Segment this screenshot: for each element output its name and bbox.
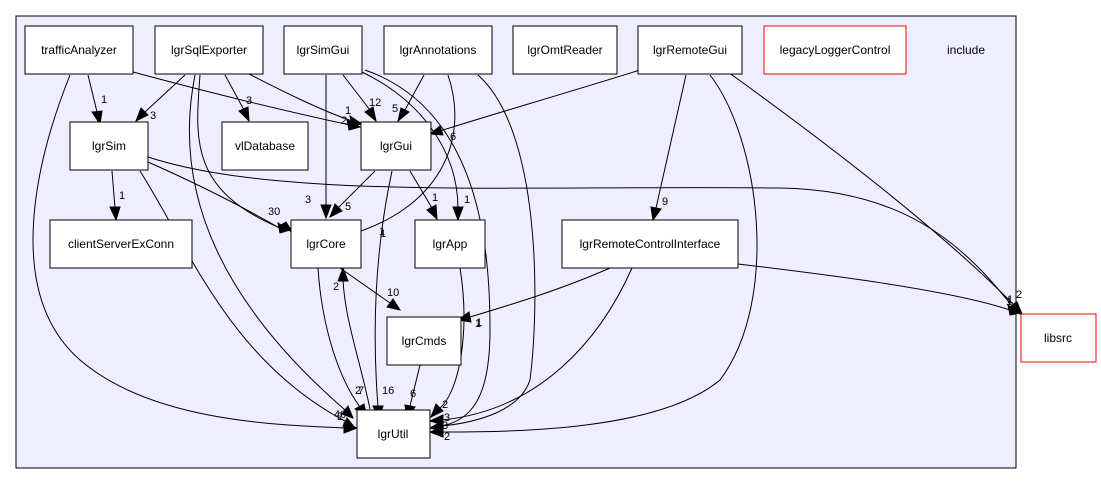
node-label: trafficAnalyzer bbox=[41, 43, 117, 57]
node-label: lgrApp bbox=[433, 237, 468, 251]
edge-lgrGui-lgrCore bbox=[329, 170, 376, 219]
edge-label: 2 bbox=[355, 385, 361, 397]
node-lgrSim[interactable]: lgrSim bbox=[69, 121, 149, 171]
node-label: libsrc bbox=[1044, 331, 1072, 345]
edge-lgrCore-lgrCmds bbox=[339, 267, 402, 311]
edge-label: 1 bbox=[379, 226, 385, 238]
edge-label: 12 bbox=[369, 97, 381, 109]
edge-label: 10 bbox=[387, 287, 399, 299]
edge-label: 1 bbox=[475, 318, 481, 330]
node-lgrApp[interactable]: lgrApp bbox=[414, 219, 486, 269]
node-legacyLoggerControl[interactable]: legacyLoggerControl bbox=[763, 25, 907, 75]
edge-lgrSimGui-lgrCore bbox=[320, 75, 332, 220]
edge-label: 1 bbox=[119, 190, 125, 202]
edge-lgrAnnotations-lgrGui bbox=[397, 74, 425, 123]
edge-lgrRemoteGui-lgrGui bbox=[428, 69, 641, 136]
edge-lgrSim-lgrUtil bbox=[139, 170, 357, 429]
node-label: lgrRemoteGui bbox=[653, 43, 727, 57]
node-label: lgrOmtReader bbox=[527, 43, 602, 57]
edge-label: 2 bbox=[337, 411, 343, 423]
edge-label: 2 bbox=[1016, 289, 1022, 301]
edge-label: 30 bbox=[268, 206, 280, 218]
edge-label: 1 bbox=[380, 228, 386, 240]
edge-lgrRemoteControlInterface-lgrUtil bbox=[428, 267, 633, 426]
edge-label: 3 bbox=[150, 110, 156, 122]
edge-trafficAnalyzer-lgrSim bbox=[87, 74, 103, 126]
node-lgrAnnotations[interactable]: lgrAnnotations bbox=[383, 25, 493, 75]
node-vlDatabase[interactable]: vlDatabase bbox=[221, 121, 309, 171]
edge-label: 6 bbox=[410, 388, 416, 400]
edge-label: 7 bbox=[358, 385, 364, 397]
node-lgrRemoteControlInterface[interactable]: lgrRemoteControlInterface bbox=[561, 219, 739, 269]
edge-label: 3 bbox=[246, 95, 252, 107]
edge-lgrSim-clientServerExConn bbox=[109, 170, 121, 222]
edge-lgrRemoteGui-lgrUtil bbox=[428, 74, 758, 438]
node-lgrCmds[interactable]: lgrCmds bbox=[386, 316, 462, 366]
node-label: lgrSqlExporter bbox=[171, 43, 247, 57]
node-label: clientServerExConn bbox=[68, 237, 174, 251]
edge-lgrSqlExporter-lgrSim bbox=[135, 74, 186, 123]
edge-label: 2 bbox=[333, 281, 339, 293]
edge-lgrSqlExporter-lgrGui bbox=[244, 71, 364, 127]
edge-label: 1 bbox=[345, 105, 351, 117]
edge-label: 3 bbox=[444, 412, 450, 424]
edge-label: 5 bbox=[392, 103, 398, 115]
edge-label: 2 bbox=[442, 399, 448, 411]
include-cluster-label: include bbox=[947, 43, 985, 57]
edge-label: 2 bbox=[444, 431, 450, 443]
edge-label: 1 bbox=[1007, 294, 1013, 306]
node-lgrGui[interactable]: lgrGui bbox=[360, 121, 432, 171]
node-label: vlDatabase bbox=[235, 139, 295, 153]
node-lgrSimGui[interactable]: lgrSimGui bbox=[283, 25, 363, 75]
edge-lgrSim-lgrCore bbox=[147, 161, 294, 234]
edge-label: 1 bbox=[476, 317, 482, 329]
edge-label: 1 bbox=[464, 194, 470, 206]
edge-label: 3 bbox=[442, 420, 448, 432]
edge-lgrRemoteControlInterface-libsrc bbox=[737, 263, 1022, 316]
edge-label: 1 bbox=[432, 192, 438, 204]
node-label: lgrUtil bbox=[378, 427, 409, 441]
node-label: lgrCmds bbox=[402, 334, 447, 348]
node-label: lgrRemoteControlInterface bbox=[580, 237, 721, 251]
edge-lgrSqlExporter-vlDatabase bbox=[224, 74, 250, 123]
node-label: lgrSim bbox=[92, 139, 126, 153]
edge-label: 1 bbox=[1006, 296, 1012, 308]
edge-label: 6 bbox=[450, 131, 456, 143]
node-lgrRemoteGui[interactable]: lgrRemoteGui bbox=[637, 25, 743, 75]
edge-lgrGui-lgrApp bbox=[409, 170, 438, 221]
node-label: legacyLoggerControl bbox=[780, 43, 891, 57]
edge-label: 1 bbox=[101, 94, 107, 106]
edge-label: 16 bbox=[382, 385, 394, 397]
node-lgrSqlExporter[interactable]: lgrSqlExporter bbox=[154, 25, 264, 75]
node-label: lgrAnnotations bbox=[400, 43, 477, 57]
node-lgrOmtReader[interactable]: lgrOmtReader bbox=[512, 25, 618, 75]
node-label: lgrSimGui bbox=[297, 43, 350, 57]
node-lgrUtil[interactable]: lgrUtil bbox=[356, 409, 431, 459]
edge-label: 9 bbox=[662, 196, 668, 208]
edge-lgrUtil-lgrCore bbox=[337, 266, 371, 410]
edge-label: 5 bbox=[345, 201, 351, 213]
node-libsrc[interactable]: libsrc bbox=[1020, 313, 1097, 363]
node-trafficAnalyzer[interactable]: trafficAnalyzer bbox=[24, 25, 134, 75]
node-label: lgrGui bbox=[380, 139, 412, 153]
edge-lgrSimGui-lgrGui bbox=[342, 74, 377, 123]
edge-lgrRemoteGui-lgrRemoteControlInterface bbox=[650, 74, 687, 222]
edge-label: 2 bbox=[341, 115, 347, 127]
edge-lgrSqlExporter-lgrUtil bbox=[188, 74, 354, 419]
node-lgrCore[interactable]: lgrCore bbox=[290, 219, 362, 269]
edge-label: 3 bbox=[305, 194, 311, 206]
node-clientServerExConn[interactable]: clientServerExConn bbox=[49, 219, 193, 269]
node-label: lgrCore bbox=[306, 237, 346, 251]
